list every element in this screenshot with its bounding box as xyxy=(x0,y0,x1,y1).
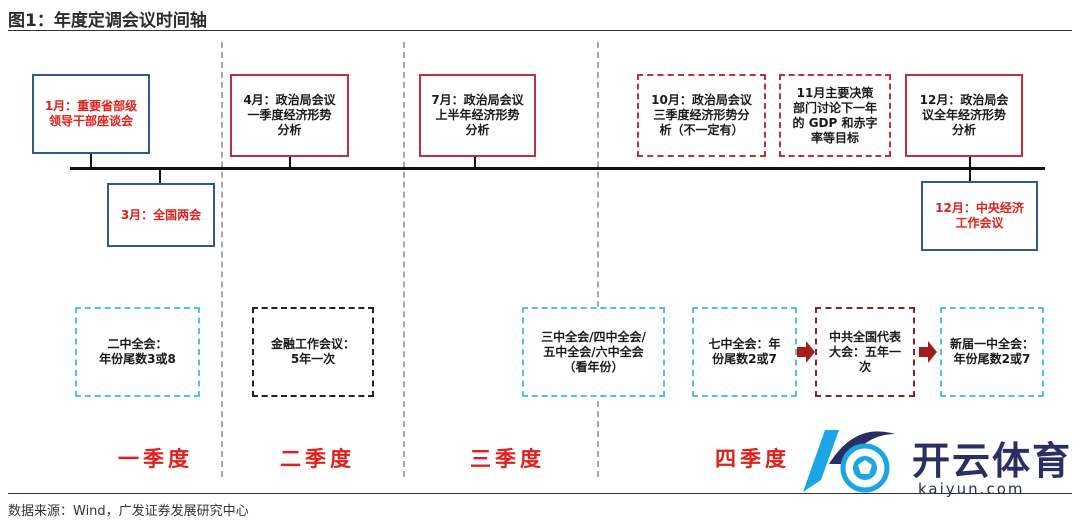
meeting-dec: 12月：政治局会议全年经济形势分析 xyxy=(905,74,1023,157)
meeting-apr: 4月：政治局会议一季度经济形势分析 xyxy=(230,74,349,157)
timeline-axis xyxy=(70,167,1045,170)
quarter-label-q3: 三季度 xyxy=(470,447,545,471)
meeting-jan: 1月：重要省部级领导干部座谈会 xyxy=(32,74,150,154)
plenum-second: 二中全会：年份尾数3或8 xyxy=(75,307,200,397)
plenum-first-new: 新届一中全会：年份尾数2或7 xyxy=(940,307,1044,397)
plenum-seventh: 七中全会：年份尾数2或7 xyxy=(692,307,797,397)
national-congress: 中共全国代表大会：五年一次 xyxy=(815,307,915,397)
financial-work-conference: 金融工作会议：5年一次 xyxy=(252,307,374,397)
divider-q2-q3 xyxy=(403,42,405,477)
meeting-nov: 11月主要决策部门讨论下一年的 GDP 和赤字率等目标 xyxy=(779,74,891,157)
meeting-jul: 7月：政治局会议上半年经济形势分析 xyxy=(419,74,536,157)
tick-mar xyxy=(159,168,161,184)
arrow-right-icon xyxy=(919,341,937,363)
figure-title: 图1：年度定调会议时间轴 xyxy=(8,11,207,31)
meeting-oct: 10月：政治局会议三季度经济形势分析（不一定有） xyxy=(637,74,766,157)
divider-q1-q2 xyxy=(221,42,223,477)
kaiyun-logo-icon xyxy=(803,430,895,493)
quarter-label-q2: 二季度 xyxy=(280,447,355,471)
tick-dec2 xyxy=(969,168,971,182)
arrow-right-icon xyxy=(797,341,815,363)
logo-chinese-text: 开云体育 xyxy=(912,439,1073,483)
quarter-label-q1: 一季度 xyxy=(118,447,193,471)
divider-q3-q4 xyxy=(597,42,599,477)
top-rule xyxy=(8,30,1072,31)
plenum-third-to-sixth: 三中全会/四中全会/五中全会/六中全会（看年份） xyxy=(522,307,665,397)
bottom-rule xyxy=(8,493,1072,494)
tick-dec xyxy=(969,156,971,168)
tick-jan xyxy=(90,152,92,168)
logo-domain-text: kaiyun.com xyxy=(918,480,1025,498)
meeting-mar: 3月：全国两会 xyxy=(107,183,215,247)
tick-jul xyxy=(474,156,476,168)
tick-apr xyxy=(289,156,291,168)
data-source: 数据来源：Wind，广发证券发展研究中心 xyxy=(8,504,249,519)
quarter-label-q4: 四季度 xyxy=(715,447,790,471)
meeting-dec-cewc: 12月：中央经济工作会议 xyxy=(921,181,1038,251)
